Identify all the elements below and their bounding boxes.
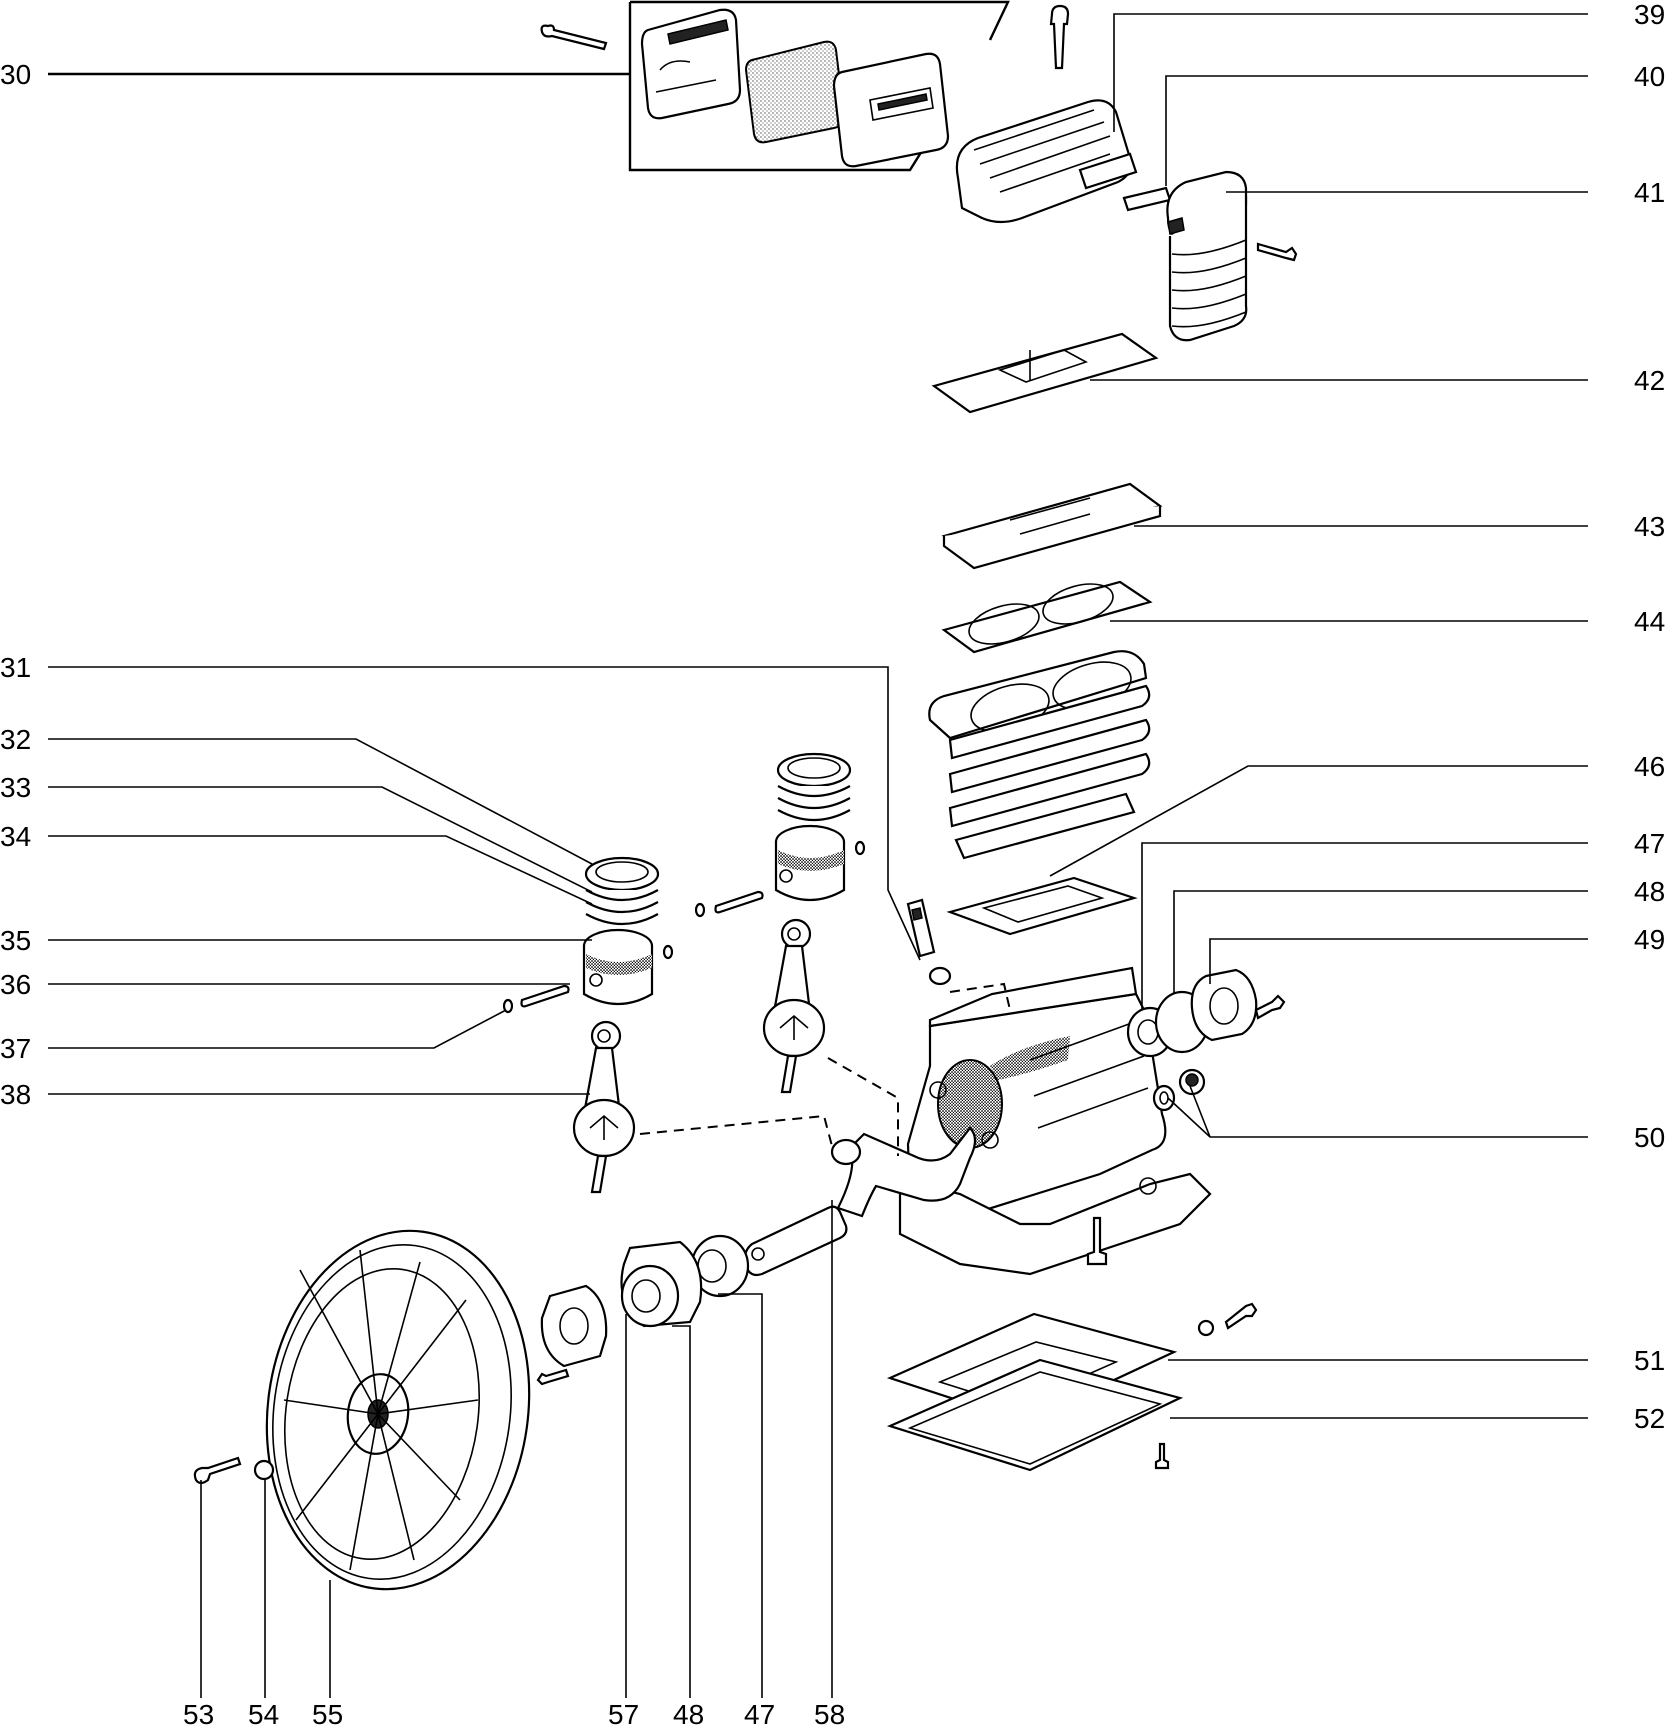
- callout-53: 53: [183, 1699, 214, 1726]
- pulley-bolt: [193, 1456, 242, 1485]
- crankshaft: [743, 1126, 977, 1277]
- assembly-line-breather: [949, 982, 1011, 1011]
- leader-32: [48, 738, 593, 865]
- valve-plate: [941, 482, 1163, 570]
- callout-42: 42: [1634, 365, 1665, 396]
- pulley-washer: [253, 1459, 275, 1481]
- connecting-rod-right: [762, 918, 826, 1094]
- callout-49: 49: [1634, 924, 1665, 955]
- cover-washer-icon: [1197, 1319, 1215, 1337]
- callout-48-bottom: 48: [673, 1699, 704, 1726]
- leader-46: [1049, 765, 1588, 877]
- callout-39: 39: [1634, 0, 1665, 30]
- oil-seal-flange: [620, 1240, 703, 1328]
- assembly-line-rod-left: [639, 1114, 833, 1147]
- piston-set-right: [694, 752, 866, 918]
- leader-47b: [718, 1293, 763, 1698]
- leader-lines: [48, 13, 1588, 1698]
- callout-36: 36: [0, 969, 31, 1000]
- leader-48b: [672, 1325, 691, 1698]
- breather-valve: [906, 898, 952, 986]
- callout-48: 48: [1634, 876, 1665, 907]
- piston-set-left: [502, 856, 674, 1014]
- callout-57: 57: [608, 1699, 639, 1726]
- delivery-manifold: [1166, 170, 1248, 342]
- connecting-rod-left: [572, 1020, 636, 1194]
- cylinder-block: [928, 650, 1151, 860]
- callout-50: 50: [1634, 1122, 1665, 1153]
- callout-33: 33: [0, 772, 31, 803]
- callout-34: 34: [0, 821, 31, 852]
- callout-44: 44: [1634, 606, 1665, 637]
- piston-pin-left: [520, 984, 570, 1008]
- head-gasket: [931, 332, 1159, 414]
- circlip-left-a: [502, 998, 514, 1014]
- callout-47: 47: [1634, 828, 1665, 859]
- cover-screw-icon: [1154, 1442, 1170, 1470]
- assembly-line-rod-right: [827, 1057, 899, 1156]
- flange-screw-icon: [1254, 994, 1286, 1020]
- callout-37: 37: [0, 1033, 31, 1064]
- piston-pin-right: [714, 890, 764, 914]
- crankcase-cover: [886, 1358, 1184, 1472]
- leader-49: [1209, 938, 1588, 984]
- callout-46: 46: [1634, 751, 1665, 782]
- leader-40: [1165, 75, 1588, 186]
- bearing-flange-front: [540, 1284, 608, 1368]
- leader-39: [1113, 13, 1588, 132]
- head-screw-icon: [1049, 4, 1070, 70]
- callout-30: 30: [0, 59, 31, 90]
- callout-51: 51: [1634, 1345, 1665, 1376]
- filter-element-icon: [744, 40, 846, 144]
- manifold-screw-icon: [1256, 242, 1298, 262]
- flywheel-pulley: [265, 1229, 531, 1591]
- crankcase-bolt-icon: [1086, 1216, 1108, 1266]
- leader-34: [48, 835, 593, 905]
- leader-47: [1141, 842, 1588, 1010]
- callout-58: 58: [814, 1699, 845, 1726]
- leader-37: [48, 1009, 507, 1049]
- callout-43: 43: [1634, 511, 1665, 542]
- oil-plug: [1152, 1068, 1206, 1112]
- air-filter-assembly: [540, 0, 1010, 172]
- leader-48: [1173, 890, 1588, 994]
- callout-32: 32: [0, 724, 31, 755]
- filter-cover-icon: [832, 52, 950, 168]
- callout-41: 41: [1634, 177, 1665, 208]
- manifold-gasket: [1122, 186, 1172, 212]
- callout-47-bottom: 47: [744, 1699, 775, 1726]
- callout-54: 54: [248, 1699, 279, 1726]
- filter-base-icon: [640, 8, 742, 120]
- leader-31: [48, 666, 921, 961]
- callout-35: 35: [0, 925, 31, 956]
- callout-52: 52: [1634, 1403, 1665, 1434]
- front-flange-screw-icon: [536, 1368, 570, 1386]
- callout-40: 40: [1634, 61, 1665, 92]
- leader-50: [1167, 1085, 1588, 1138]
- callout-31: 31: [0, 652, 31, 683]
- cover-bolt-icon: [1224, 1302, 1258, 1330]
- crankcase-gasket: [946, 876, 1138, 936]
- bearing-flange-right: [1190, 968, 1258, 1042]
- leader-33: [48, 786, 593, 893]
- callout-38: 38: [0, 1079, 31, 1110]
- filter-bolt-icon: [540, 24, 608, 51]
- circlip-left-b: [662, 944, 674, 960]
- cylinder-head: [955, 99, 1138, 224]
- cylinder-gasket: [941, 580, 1153, 654]
- callout-55: 55: [312, 1699, 343, 1726]
